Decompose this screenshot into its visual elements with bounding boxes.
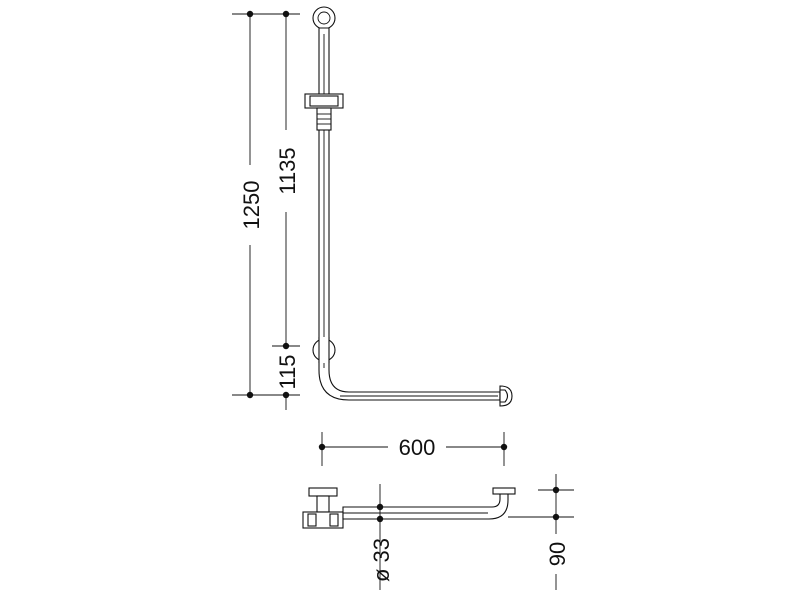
slider-clamp-left xyxy=(307,513,317,527)
top-flange-neck xyxy=(316,495,330,513)
end-rosette-inner xyxy=(499,389,509,403)
dim-dot xyxy=(376,503,384,511)
dimension-rail-height: 1135 xyxy=(262,10,300,396)
dim-label-90: 90 xyxy=(545,542,570,566)
end-flange xyxy=(492,487,516,495)
top-view-tube xyxy=(342,493,509,520)
top-flange xyxy=(308,487,338,497)
top-view xyxy=(302,487,516,529)
label-mask xyxy=(545,534,567,574)
dim-dot xyxy=(552,513,560,521)
dim-dot xyxy=(500,443,508,451)
dimension-base-offset: 115 xyxy=(275,354,300,410)
dimension-total-height: 1250 xyxy=(232,10,264,399)
bend-rosette-mask xyxy=(319,337,329,363)
shower-slider-body xyxy=(309,95,339,107)
dimension-tube-diameter: ø 33 xyxy=(369,484,394,590)
dim-dot xyxy=(246,10,254,18)
dim-dot xyxy=(318,443,326,451)
vertical-tube xyxy=(318,27,501,401)
dim-label-115: 115 xyxy=(275,354,300,389)
front-view xyxy=(304,6,513,407)
dim-label-1135: 1135 xyxy=(275,147,300,194)
top-rosette xyxy=(312,6,336,30)
top-rosette-inner xyxy=(317,11,331,25)
dim-dot xyxy=(282,342,290,350)
dim-label-diameter: ø 33 xyxy=(369,538,394,582)
dimension-wall-distance: 90 xyxy=(508,474,574,590)
dimension-horizontal-length: 600 xyxy=(318,432,508,466)
dim-dot xyxy=(282,391,290,399)
dim-dot xyxy=(376,515,384,523)
dim-dot xyxy=(552,486,560,494)
dim-dot xyxy=(246,391,254,399)
dim-label-600: 600 xyxy=(399,435,436,460)
dim-label-1250: 1250 xyxy=(239,181,264,230)
slider-clamp-right xyxy=(329,513,339,527)
dim-dot xyxy=(282,10,290,18)
